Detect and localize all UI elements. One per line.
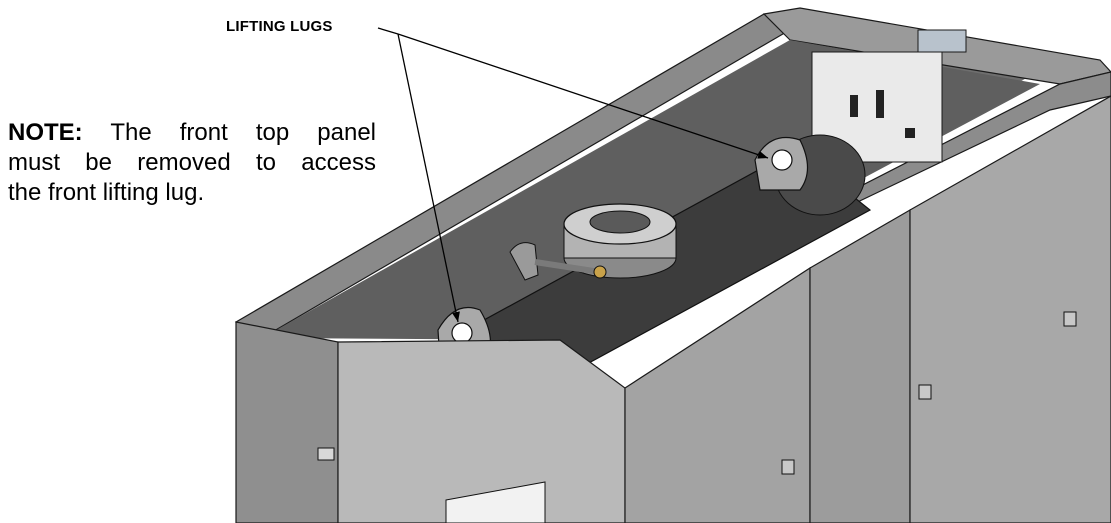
- arrow-to-front-lug: [397, 33, 460, 323]
- note-line-3: the front lifting lug.: [8, 179, 205, 206]
- right-side-panel-2: [909, 95, 1111, 523]
- front-left-side-panel: [235, 321, 339, 523]
- right-panel-latch-1: [918, 384, 932, 400]
- brass-fitting: [593, 265, 607, 279]
- note-text-1: The front top panel: [110, 119, 376, 146]
- lifting-lugs-label: LIFTING LUGS: [226, 18, 333, 35]
- right-side-panel-1: [809, 208, 911, 523]
- gas-pipe: [534, 259, 601, 275]
- gas-elbow-fitting: [509, 242, 539, 281]
- control-box-label: [917, 29, 967, 53]
- front-right-panel: [624, 266, 811, 523]
- control-box-switch-1: [850, 95, 858, 117]
- front-access-plate: [445, 481, 546, 523]
- callout-leader: [377, 27, 399, 35]
- left-panel-latch: [317, 447, 335, 461]
- note-heading: NOTE:: [8, 119, 83, 146]
- front-panel-note: NOTE: The front top panel must be remove…: [8, 118, 376, 208]
- control-box-switch-3: [905, 128, 915, 138]
- right-panel-latch-2: [1063, 311, 1077, 327]
- arrow-to-rear-lug: [397, 33, 769, 159]
- flue-outlet-opening: [589, 210, 651, 234]
- note-line-1: NOTE: The front top panel: [8, 118, 376, 148]
- control-box-switch-2: [876, 90, 884, 118]
- front-right-panel-latch: [781, 459, 795, 475]
- rear-lifting-lug-hole: [771, 149, 793, 171]
- front-lifting-lug-hole: [451, 322, 473, 344]
- note-line-2: must be removed to access: [8, 149, 376, 176]
